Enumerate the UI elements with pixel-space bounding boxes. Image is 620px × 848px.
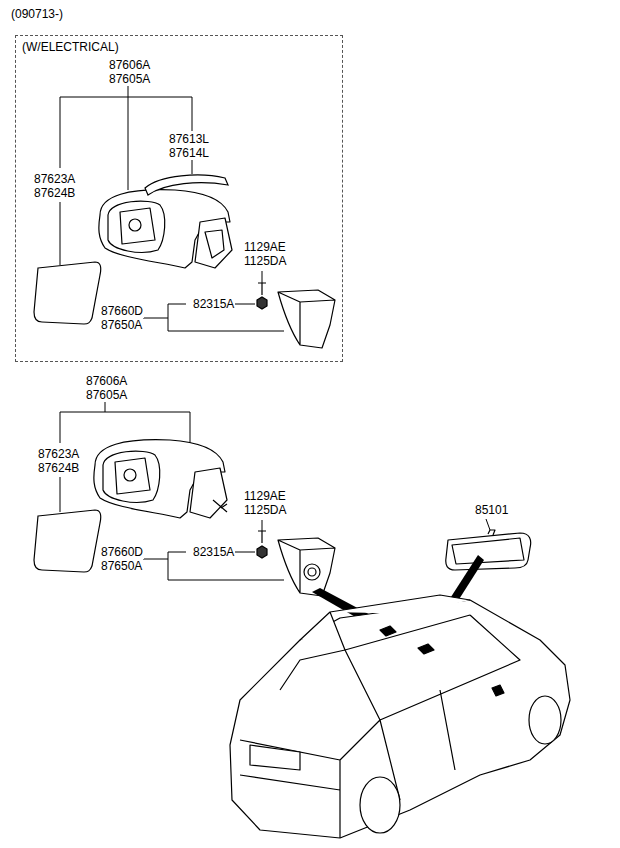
- part-number: 82315A: [192, 545, 235, 559]
- rear-view-mirror: [488, 530, 495, 535]
- mirror-housing: [94, 440, 227, 518]
- screw: [257, 546, 267, 558]
- part-number: 1129AE: [243, 489, 287, 503]
- part-number: 87623A: [37, 447, 80, 461]
- car-body: [240, 690, 455, 838]
- part-number: 87624B: [37, 461, 80, 475]
- part-number: 82315A: [192, 297, 235, 311]
- car-body: [280, 595, 520, 720]
- date-code: (090713-): [10, 7, 64, 21]
- car-body: [230, 600, 570, 838]
- rear-view-mirror: [446, 533, 531, 570]
- leader-line: [143, 520, 284, 580]
- car-body: [360, 777, 400, 833]
- mirror-base: [304, 564, 320, 580]
- mirror-glass: [34, 510, 101, 572]
- mirror-glass: [34, 262, 101, 572]
- mirror-base: [278, 538, 335, 596]
- mirror-housing: [195, 218, 232, 268]
- car-body: [380, 626, 504, 696]
- part-number: 85101: [474, 503, 509, 517]
- car-body: [230, 595, 570, 838]
- part-number: 87605A: [85, 388, 128, 402]
- part-number: 87623A: [33, 172, 76, 186]
- car-body: [529, 696, 561, 744]
- group-heading: (W/ELECTRICAL): [22, 40, 119, 54]
- part-number: 87660D: [100, 304, 144, 318]
- mirror-housing: [103, 451, 160, 502]
- part-number: 87650A: [100, 318, 143, 332]
- part-number: 87613L: [168, 132, 210, 146]
- part-number: 87605A: [108, 72, 151, 86]
- part-number: 1125DA: [243, 254, 287, 268]
- leader-line: [143, 271, 284, 331]
- leader-line: [60, 86, 490, 580]
- part-number: 87650A: [100, 559, 143, 573]
- mirror-base: [278, 290, 335, 596]
- mirror-housing: [120, 208, 155, 244]
- part-number: 1129AE: [243, 240, 287, 254]
- mirror-cover-strip: [145, 175, 228, 195]
- part-number: 87624B: [33, 186, 76, 200]
- screw: [258, 283, 266, 295]
- part-number: 87614L: [168, 146, 210, 160]
- screw: [258, 531, 266, 543]
- part-number: 87606A: [85, 374, 128, 388]
- rear-view-mirror: [452, 538, 524, 564]
- rear-view-mirror: [446, 530, 531, 570]
- part-number: 87606A: [108, 58, 151, 72]
- part-number: 87660D: [100, 545, 144, 559]
- mirror-housing: [190, 468, 227, 518]
- mirror-housing: [115, 458, 150, 494]
- mirror-housing: [108, 201, 165, 252]
- part-number: 1125DA: [243, 503, 287, 517]
- mirror-housing: [99, 190, 232, 268]
- leader-line: [486, 519, 490, 530]
- mirror-base: [278, 290, 335, 348]
- mirror-cover-strip: [145, 175, 228, 195]
- screw: [257, 297, 267, 309]
- mirror-glass: [34, 262, 101, 324]
- car-body: [250, 745, 300, 770]
